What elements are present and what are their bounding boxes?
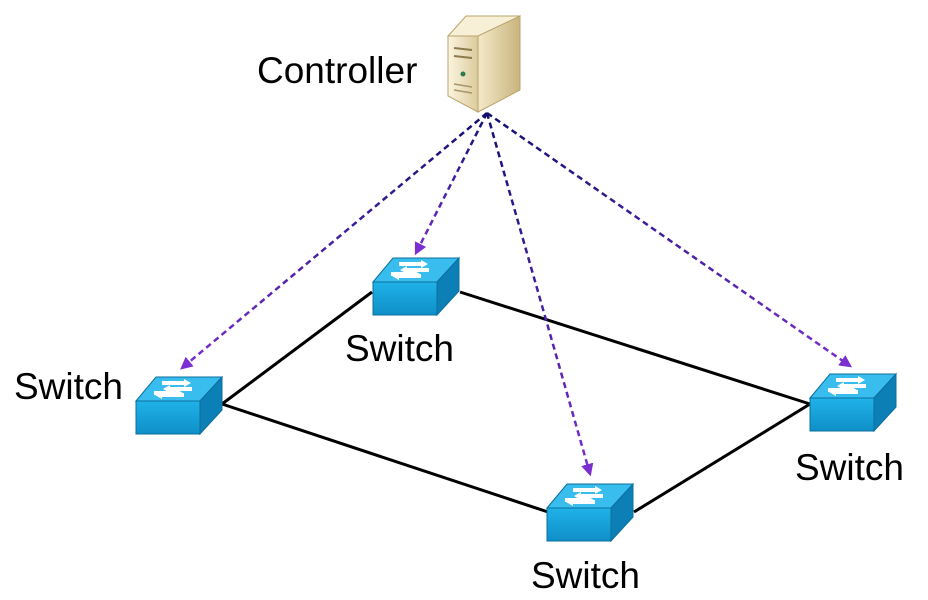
- control-link-left: [180, 112, 488, 370]
- control-link-bottom: [485, 112, 594, 477]
- link-left-bottom: [221, 402, 549, 514]
- controller-label: Controller: [257, 50, 417, 91]
- network-switch-icon: [372, 257, 460, 316]
- switch-top-label: Switch: [345, 328, 454, 369]
- network-switch-icon: [135, 376, 223, 435]
- link-top-right: [459, 290, 811, 406]
- switch-left-label: Switch: [14, 366, 123, 407]
- control-link-right: [486, 111, 853, 368]
- link-top-left: [221, 290, 373, 406]
- switch-top: Switch: [345, 257, 460, 369]
- link-bottom-right: [633, 402, 811, 514]
- switch-left: Switch: [14, 366, 223, 435]
- server-tower-icon: [446, 15, 522, 113]
- network-switch-icon: [809, 373, 897, 432]
- network-switch-icon: [546, 483, 634, 542]
- switch-bottom-label: Switch: [531, 555, 640, 596]
- switch-right: Switch: [795, 373, 904, 488]
- control-link-top: [414, 112, 489, 256]
- switch-right-label: Switch: [795, 447, 904, 488]
- switch-bottom: Switch: [531, 483, 640, 596]
